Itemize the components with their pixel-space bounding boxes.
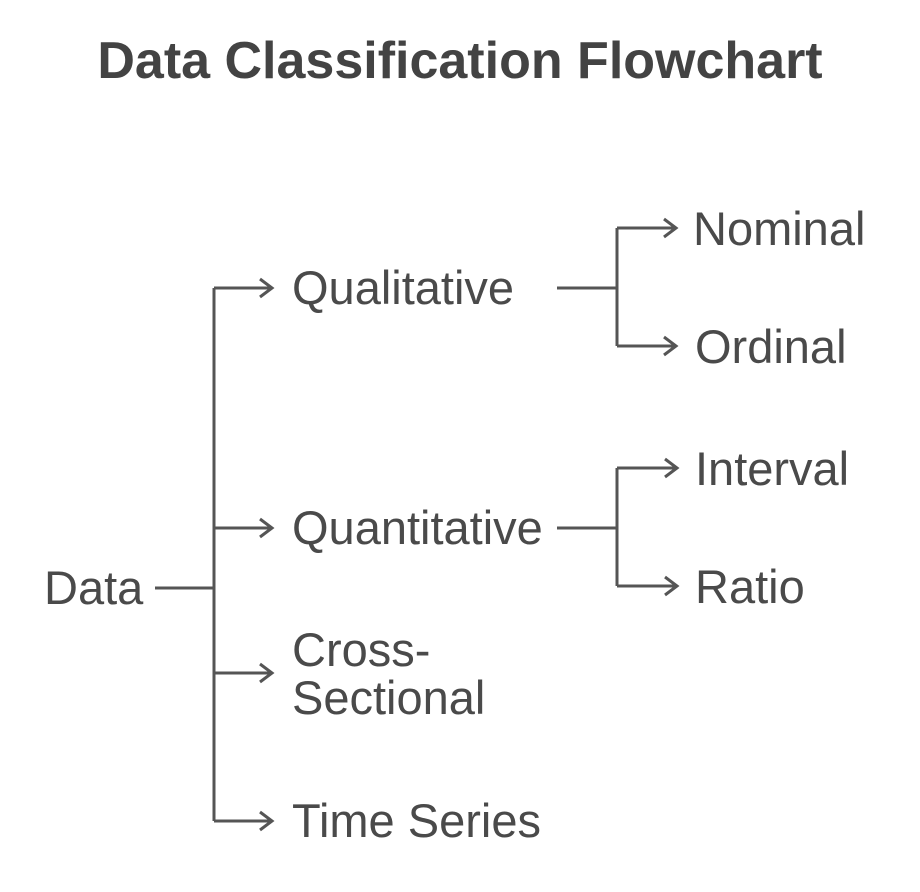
edge-quantitative-bracket [557, 457, 680, 597]
edge-data-cross-sectional [214, 662, 275, 684]
edge-qualitative-bracket [557, 217, 679, 357]
node-label-data: Data [44, 561, 144, 614]
edge-data-quantitative [214, 517, 275, 539]
node-label-cross-sectional-line2: Sectional [292, 671, 485, 724]
edge-data-qualitative [214, 277, 275, 299]
node-label-cross-sectional-line1: Cross- [292, 623, 430, 676]
node-label-quantitative: Quantitative [292, 501, 543, 554]
node-label-interval: Interval [695, 442, 849, 495]
node-label-qualitative: Qualitative [292, 261, 514, 314]
edge-data-time-series [214, 810, 275, 832]
node-label-time-series: Time Series [292, 794, 541, 847]
page-title: Data Classification Flowchart [97, 32, 822, 90]
node-label-ratio: Ratio [695, 560, 805, 613]
node-label-nominal: Nominal [693, 202, 865, 255]
node-label-ordinal: Ordinal [695, 320, 847, 373]
